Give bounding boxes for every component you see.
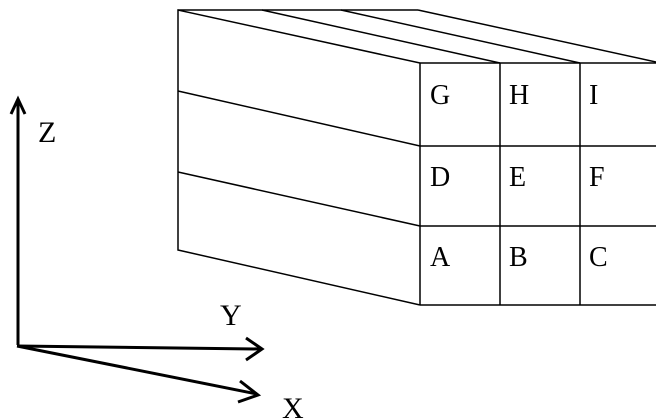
cell-label-a: A	[430, 242, 451, 273]
cell-label-f: F	[589, 162, 605, 193]
x-axis-line	[16, 344, 258, 396]
cell-label-b: B	[509, 242, 528, 273]
block-left-edge	[177, 9, 421, 306]
cell-label-d: D	[430, 162, 450, 193]
block-top-right-edge	[417, 9, 656, 63]
cell-label-h: H	[509, 80, 529, 111]
cell-label-i: I	[589, 80, 598, 111]
x-axis-label: X	[282, 392, 304, 420]
x-axis-arrowhead	[237, 379, 262, 404]
top-face-divider-2	[340, 9, 581, 64]
y-axis-arrowhead	[245, 336, 265, 362]
top-face-divider-1	[261, 9, 501, 64]
side-layer-line-1	[177, 90, 421, 147]
z-axis-label: Z	[38, 116, 56, 149]
y-axis-label: Y	[220, 299, 242, 332]
cell-label-c: C	[589, 242, 608, 273]
z-axis-arrowhead	[9, 95, 27, 115]
y-axis-line	[16, 344, 261, 351]
side-layer-line-2	[177, 171, 421, 227]
cell-label-g: G	[430, 80, 450, 111]
cell-label-e: E	[509, 162, 526, 193]
